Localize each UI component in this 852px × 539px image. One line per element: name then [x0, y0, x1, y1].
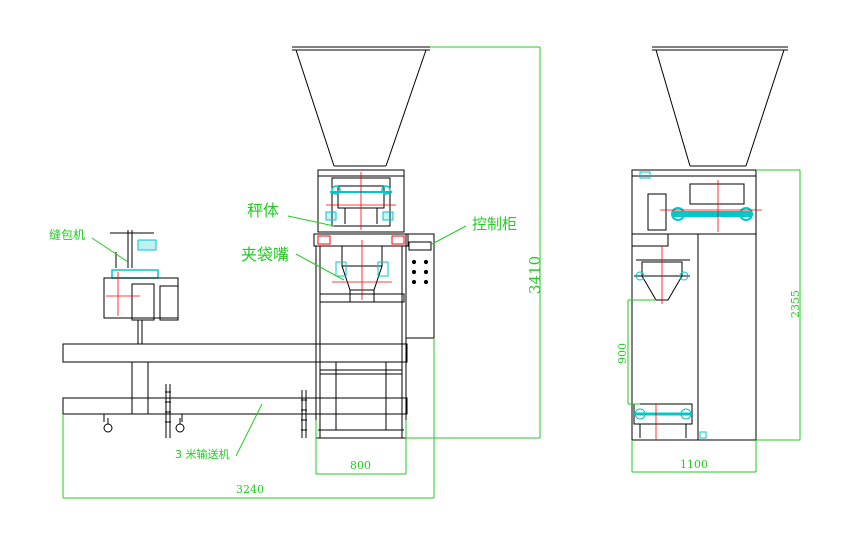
dimension-lines [62, 46, 801, 499]
front-main-frame [315, 246, 407, 439]
bag-clamp-label: 夹袋嘴 [241, 245, 290, 264]
side-hopper [652, 46, 788, 167]
dimension-side-width: 1100 [680, 458, 708, 471]
dimension-bag-height: 900 [616, 343, 629, 364]
dimension-total-length: 3240 [236, 483, 264, 496]
front-scale-frame [317, 169, 405, 233]
dimension-frame-width: 800 [350, 459, 371, 472]
sewing-machine-label: 缝包机 [49, 228, 86, 242]
front-hopper [292, 46, 430, 167]
dimension-total-height: 3410 [526, 255, 544, 294]
side-view [631, 46, 788, 441]
side-main-frame [631, 233, 757, 441]
front-control-cabinet [405, 233, 435, 339]
dimension-side-height: 2355 [789, 290, 802, 318]
scale-body-label: 秤体 [247, 201, 280, 220]
front-bag-clamp [313, 233, 409, 303]
side-bag-clamp [631, 233, 690, 304]
side-scale-frame [631, 169, 762, 235]
conveyor-label: 3 米输送机 [175, 448, 230, 461]
front-conveyor [62, 343, 408, 438]
front-sewing-machine [103, 230, 185, 433]
control-cabinet-label: 控制柜 [472, 215, 518, 233]
front-view [62, 46, 435, 439]
